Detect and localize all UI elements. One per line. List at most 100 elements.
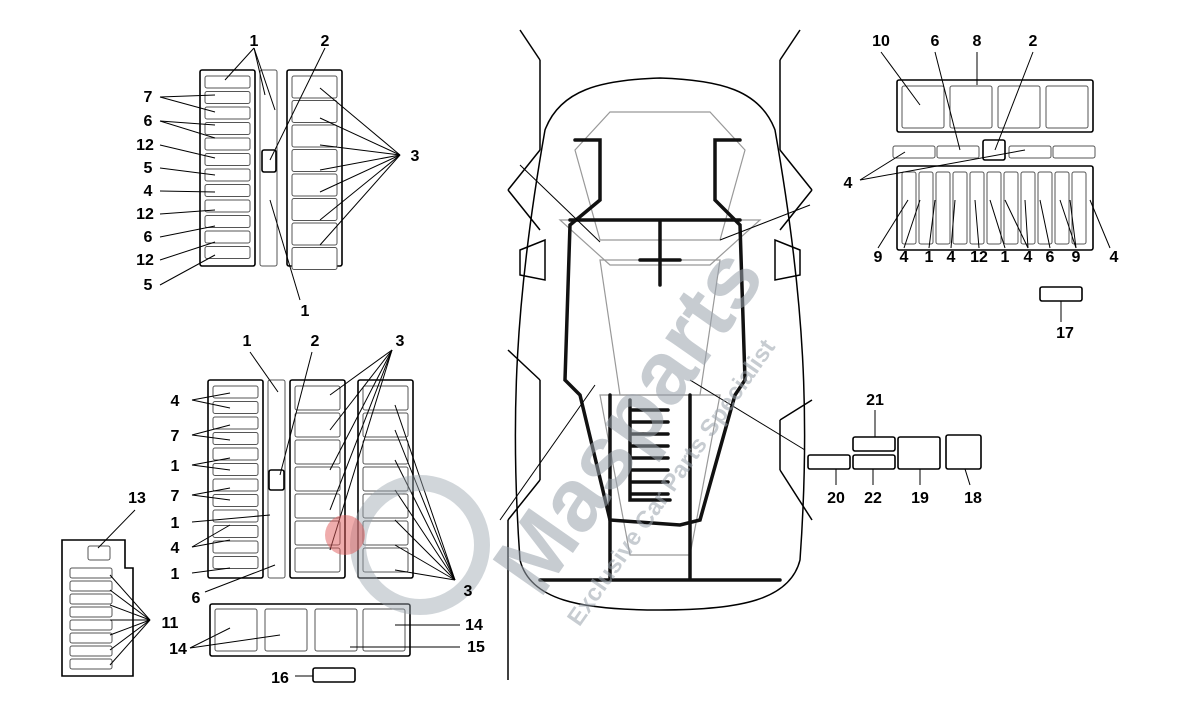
leader-line xyxy=(189,627,231,649)
relay xyxy=(264,608,308,652)
callout: 6 xyxy=(144,113,153,130)
callout: 2 xyxy=(311,333,320,350)
leader-line xyxy=(1039,199,1051,249)
relay xyxy=(997,85,1041,129)
fuse xyxy=(892,145,936,159)
relay-board xyxy=(209,603,411,657)
component-17 xyxy=(1039,286,1083,302)
leader-line xyxy=(191,514,271,523)
fuse xyxy=(69,645,113,657)
fuse xyxy=(204,246,251,259)
fuse xyxy=(212,432,259,445)
fuse xyxy=(204,75,251,89)
leader-line xyxy=(159,209,216,215)
fuse xyxy=(69,567,113,579)
fuse xyxy=(204,184,251,197)
leader-line xyxy=(1004,199,1029,249)
leader-line xyxy=(994,51,1034,151)
leader-line xyxy=(989,199,1006,249)
leader-line xyxy=(329,349,393,396)
fuse xyxy=(1052,145,1096,159)
cut-line xyxy=(507,149,541,191)
callout: 3 xyxy=(411,148,420,165)
leader-line xyxy=(877,199,909,249)
leader-line xyxy=(689,379,806,451)
relay xyxy=(362,439,409,465)
leader-line xyxy=(319,154,401,171)
relay xyxy=(362,385,409,411)
relay xyxy=(294,412,341,438)
fuse xyxy=(204,230,251,244)
leader-line xyxy=(191,567,231,574)
fuse xyxy=(936,145,980,159)
callout: 1 xyxy=(301,303,310,320)
leader-line xyxy=(269,199,301,301)
callout: 7 xyxy=(144,89,153,106)
fuse xyxy=(204,168,251,182)
fuse xyxy=(212,509,259,523)
leader-line xyxy=(159,94,216,98)
callout: 3 xyxy=(464,583,473,600)
fuse xyxy=(918,171,934,245)
callout: 4 xyxy=(171,540,180,557)
leader-line xyxy=(159,190,216,193)
callout: 6 xyxy=(1046,249,1055,266)
fuse xyxy=(69,580,113,592)
fuse xyxy=(204,137,251,151)
leader-line xyxy=(191,464,231,471)
callout: 1 xyxy=(250,33,259,50)
diagram-shapes xyxy=(61,29,1111,683)
watermark-logo xyxy=(325,475,490,615)
leader-line xyxy=(934,51,961,151)
callout: 22 xyxy=(864,490,882,507)
callout: 11 xyxy=(162,615,179,632)
relay xyxy=(291,222,338,246)
leader-line xyxy=(1024,199,1029,249)
callout: 4 xyxy=(947,249,956,266)
leader-line xyxy=(191,524,231,548)
leader-line xyxy=(859,151,906,181)
cut-line xyxy=(779,149,813,191)
callout: 12 xyxy=(136,206,154,223)
cut-line xyxy=(779,469,813,521)
relay xyxy=(291,173,338,197)
fuse xyxy=(212,447,259,461)
callout: 10 xyxy=(872,33,890,50)
relay xyxy=(901,85,945,129)
fuse xyxy=(1020,171,1036,245)
callout: 16 xyxy=(271,670,289,687)
relay xyxy=(294,439,341,465)
fuse xyxy=(986,171,1002,245)
leader-line xyxy=(191,424,231,436)
cut-line xyxy=(507,189,541,231)
leader-line xyxy=(253,47,276,111)
leader-line xyxy=(319,154,401,221)
callout: 6 xyxy=(144,229,153,246)
callout: 12 xyxy=(136,252,154,269)
relay xyxy=(294,547,341,573)
component-18 xyxy=(945,434,982,470)
callout: 3 xyxy=(396,333,405,350)
leader-line xyxy=(394,519,456,581)
callout: 6 xyxy=(192,590,201,607)
leader-line xyxy=(319,154,401,193)
relay xyxy=(362,547,409,573)
cut-line xyxy=(779,29,801,61)
leader-line xyxy=(159,241,216,261)
relay xyxy=(294,493,341,519)
leader-line xyxy=(319,144,401,156)
fuse xyxy=(1008,145,1052,159)
leader-line xyxy=(964,468,971,486)
relay xyxy=(291,124,338,148)
leader-line xyxy=(191,434,231,441)
leader-line xyxy=(109,604,151,621)
leader-line xyxy=(319,87,401,156)
callout: 14 xyxy=(465,617,483,634)
fuse xyxy=(204,153,251,166)
relay xyxy=(1045,85,1089,129)
component-20 xyxy=(807,454,851,470)
leader-line xyxy=(253,47,266,96)
relay xyxy=(362,608,406,652)
leader-line xyxy=(329,349,393,511)
fuse xyxy=(212,478,259,492)
